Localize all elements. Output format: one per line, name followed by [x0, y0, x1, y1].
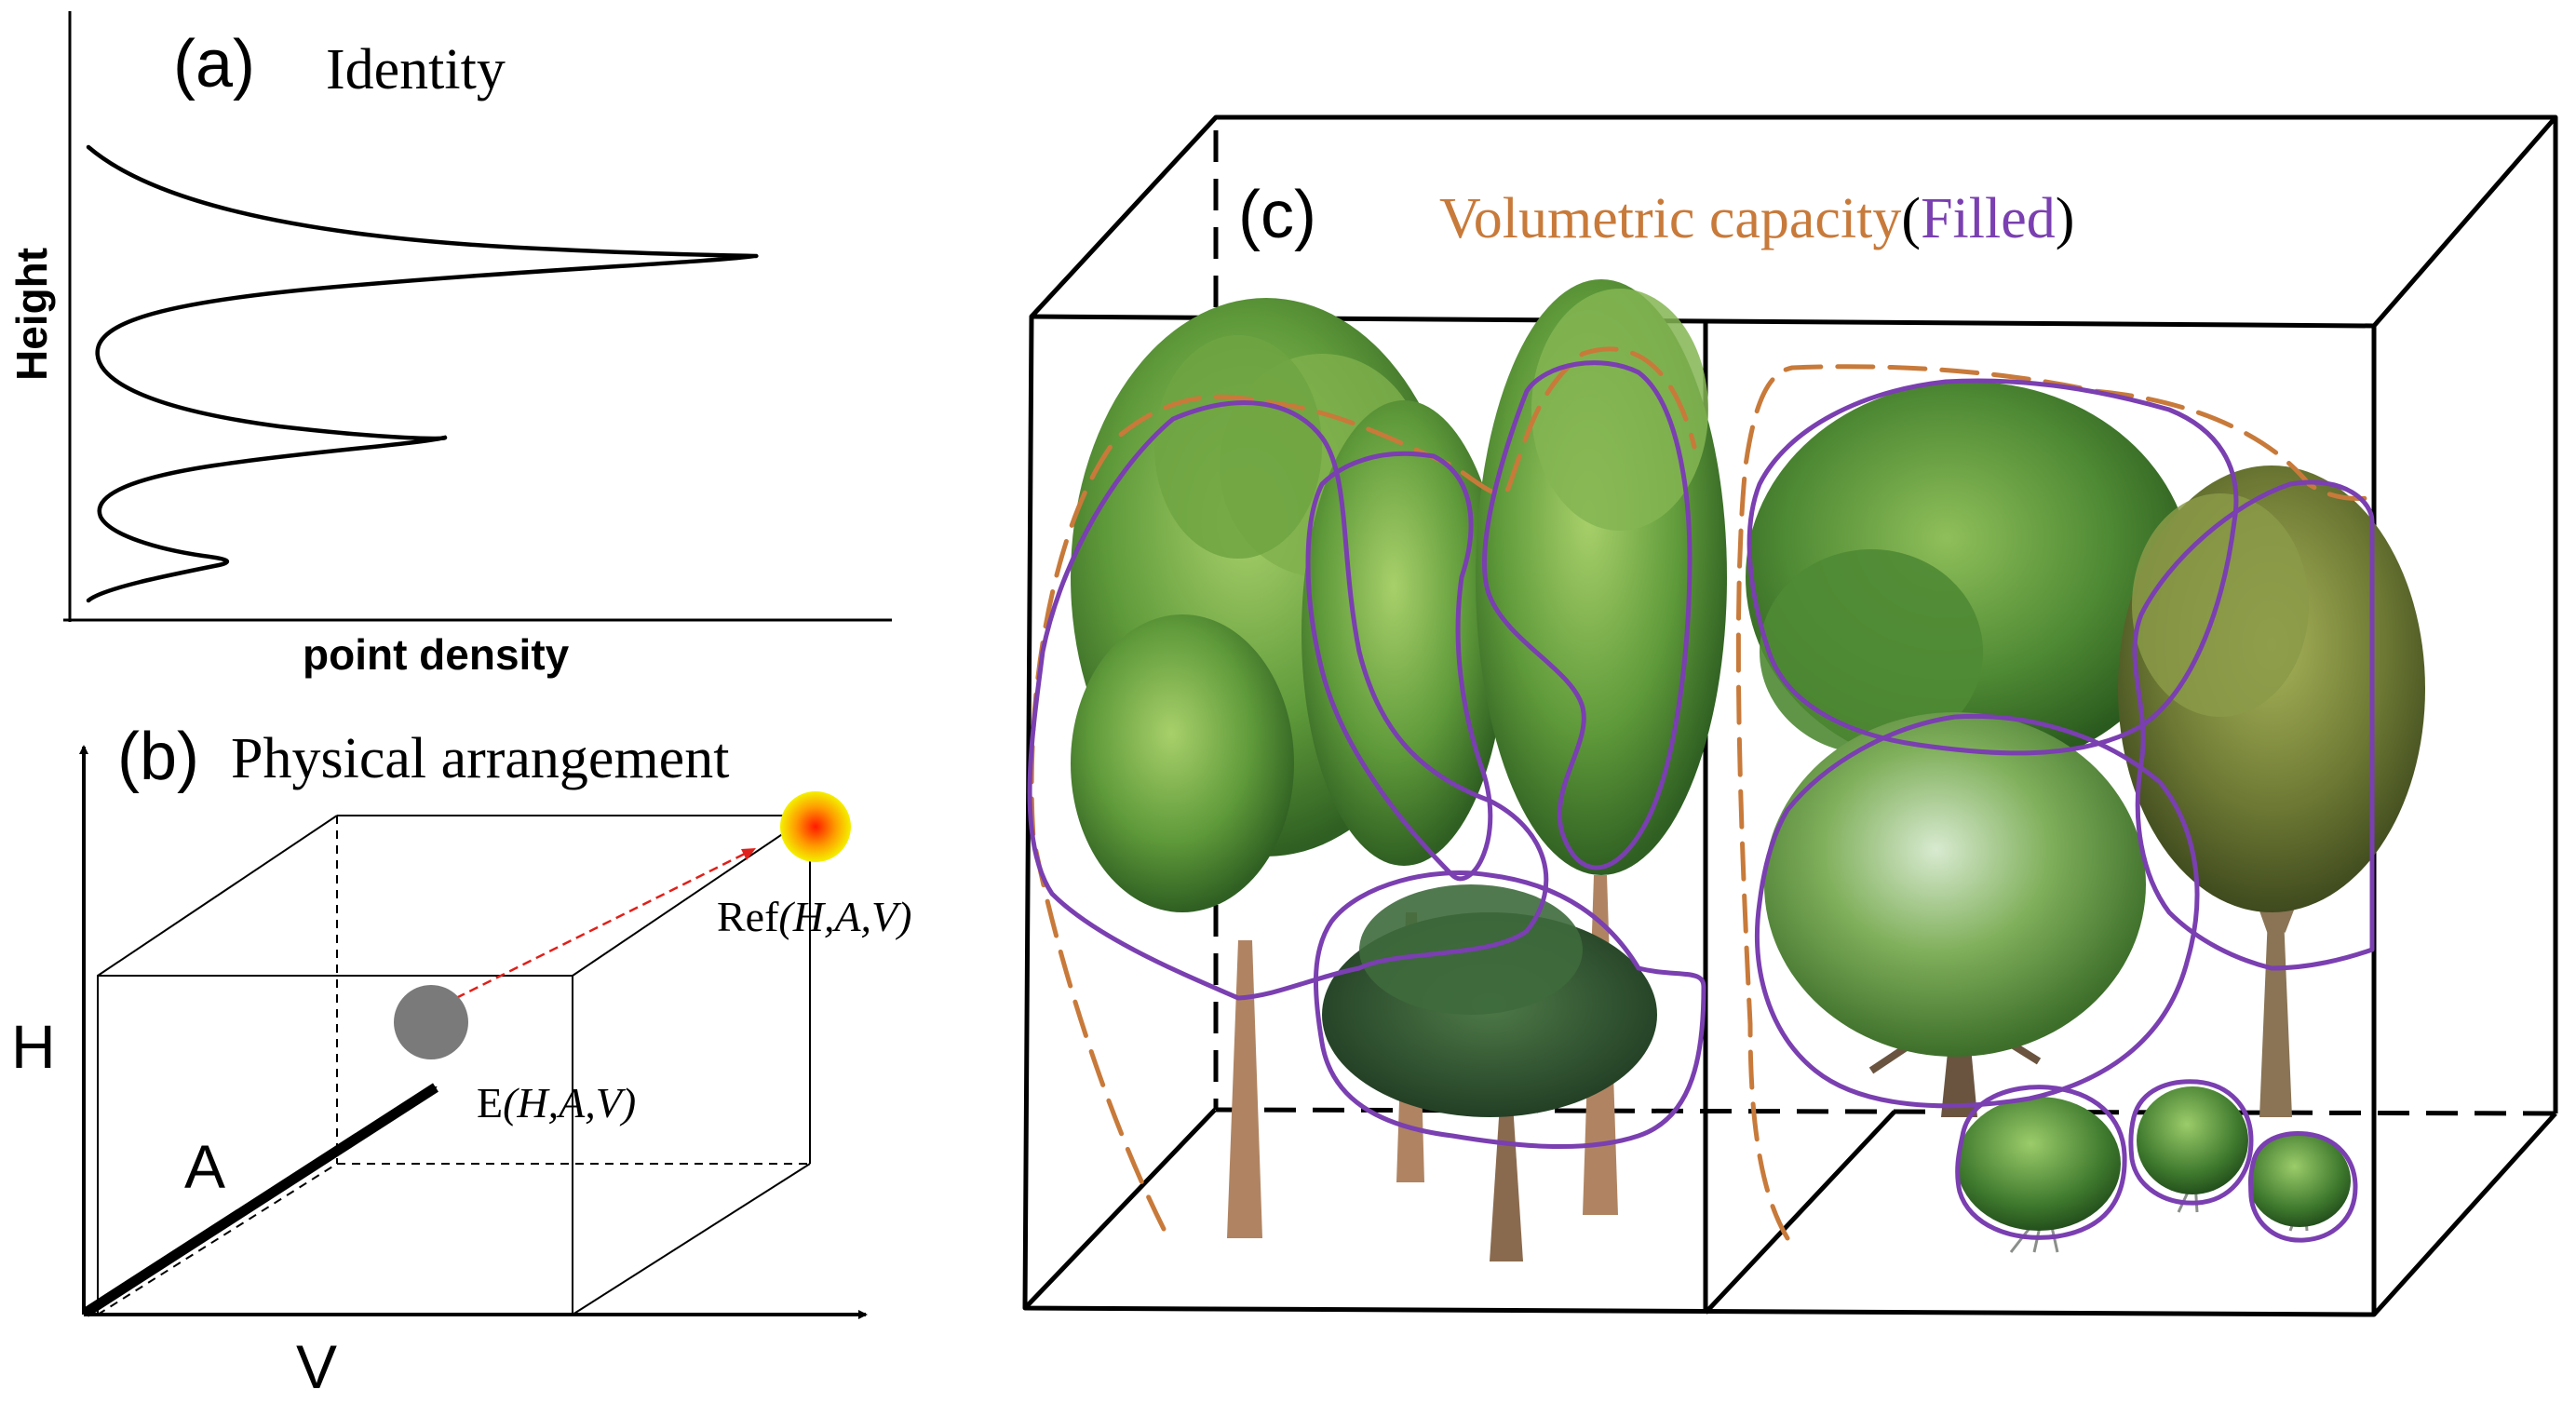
panel-a-title: Identity [326, 38, 506, 101]
reference-point [780, 791, 851, 862]
shrub-icon [1957, 1097, 2121, 1253]
panel-c-title-filled: Filled [1921, 187, 2056, 250]
panel-c-letter: (c) [1238, 178, 1316, 252]
filled-outline-light-broadleaf [1755, 713, 2200, 1109]
panel-a-letter: (a) [173, 27, 255, 101]
entity-point [394, 985, 468, 1059]
entity-label-args: (H,A,V) [503, 1079, 637, 1126]
filled-outline-broadleaf-back [1747, 378, 2239, 756]
filled-outline-shrub-2 [2128, 1079, 2254, 1206]
entity-label-prefix: E [477, 1079, 504, 1126]
panel-b-axis-v: V [296, 1332, 338, 1401]
panel-b-title: Physical arrangement [231, 727, 730, 790]
reference-point-label: Ref(H,A,V) [717, 892, 911, 941]
reference-cube-hidden-edges [97, 816, 810, 1315]
panel-c-title: Volumetric capacity(Filled) [1439, 186, 2074, 252]
shrub-icon [2248, 1134, 2351, 1232]
panel-b-axes [79, 745, 868, 1319]
filled-outline-pine-middle [1305, 451, 1493, 882]
filled-outline-dark-pine [1313, 870, 1706, 1150]
vector-arrowhead [741, 848, 756, 860]
entity-to-reference-vector [455, 848, 753, 1000]
broadleaf-tree-icon [1746, 382, 2192, 773]
panel-c-title-capacity: Volumetric capacity [1439, 187, 1902, 250]
reference-label-prefix: Ref [717, 893, 779, 940]
axis-a-arrow [83, 1083, 438, 1317]
reference-cube [97, 815, 811, 1315]
filled-outline-olive-tree [2132, 479, 2375, 971]
broadleaf-tree-icon [2118, 465, 2425, 1117]
broadleaf-tree-icon [1764, 712, 2146, 1117]
panel-a-axes [63, 11, 892, 622]
panel-b-axis-h: H [11, 1012, 56, 1081]
panel-a-x-axis-label: point density [303, 630, 570, 679]
panel-b-axis-a: A [184, 1132, 226, 1201]
panel-b-letter: (b) [117, 720, 199, 794]
reference-label-args: (H,A,V) [778, 893, 912, 940]
entity-point-label: E(H,A,V) [477, 1078, 636, 1127]
filled-outline-pine-left [1027, 400, 1549, 1001]
filled-outlines [1027, 360, 2375, 1243]
filled-outline-pine-right [1482, 360, 1693, 870]
panel-a-y-axis-label: Height [7, 247, 56, 381]
density-profile-curve [86, 144, 759, 603]
filled-outline-shrub-1 [1955, 1085, 2127, 1240]
shrub-icon [2137, 1086, 2248, 1213]
panel-c-title-close: ) [2055, 187, 2075, 250]
filled-outline-shrub-3 [2248, 1130, 2358, 1243]
panel-c-title-open: ( [1901, 187, 1922, 250]
